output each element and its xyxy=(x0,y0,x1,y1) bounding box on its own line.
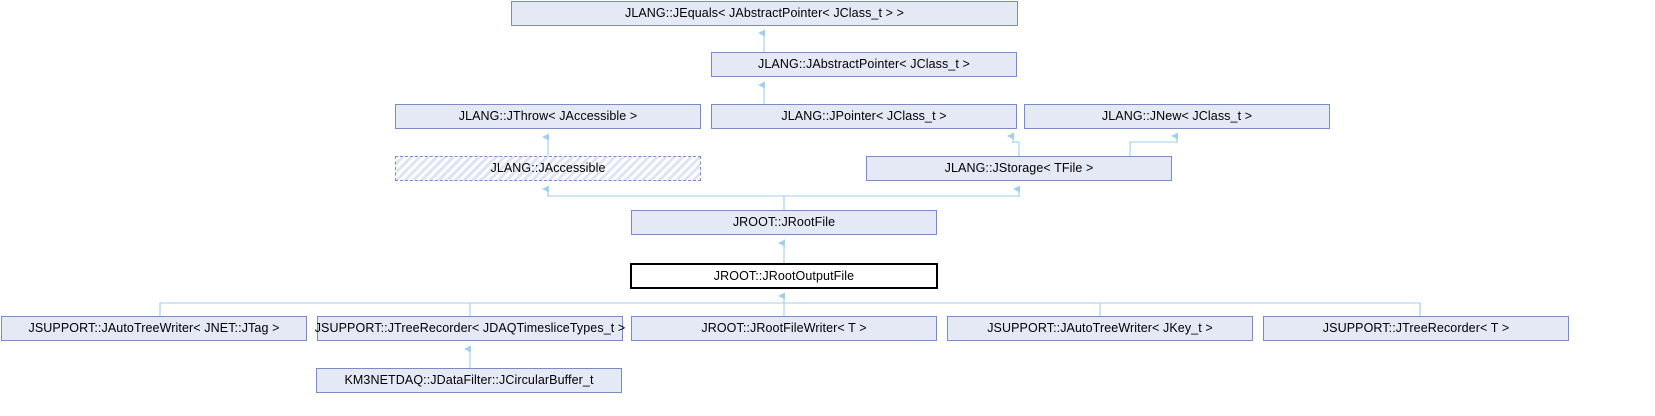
class-node-label: KM3NETDAQ::JDataFilter::JCircularBuffer_… xyxy=(344,373,594,388)
class-node-label: JROOT::JRootFile xyxy=(732,215,836,230)
class-node-label: JLANG::JAbstractPointer< JClass_t > xyxy=(758,57,970,72)
class-node-label: JSUPPORT::JTreeRecorder< T > xyxy=(1322,321,1510,336)
class-node-jautotreewriter-jtag[interactable]: JSUPPORT::JAutoTreeWriter< JNET::JTag > xyxy=(1,316,307,341)
class-node-jstorage[interactable]: JLANG::JStorage< TFile > xyxy=(866,156,1172,181)
class-node-jrootfile[interactable]: JROOT::JRootFile xyxy=(631,210,937,235)
edge-jrootfile-bus xyxy=(547,190,785,210)
class-node-label: JROOT::JRootFileWriter< T > xyxy=(701,321,867,336)
edge-jstorage-jpointer xyxy=(1012,141,1020,156)
class-node-label: JLANG::JStorage< TFile > xyxy=(944,161,1094,176)
class-node-jautotreewriter-jkey[interactable]: JSUPPORT::JAutoTreeWriter< JKey_t > xyxy=(947,316,1253,341)
class-node-label: JSUPPORT::JAutoTreeWriter< JKey_t > xyxy=(987,321,1213,336)
edge-bottom-bus xyxy=(159,302,1421,316)
class-node-label: JSUPPORT::JTreeRecorder< JDAQTimesliceTy… xyxy=(314,321,626,336)
class-node-jtreerecorder-t[interactable]: JSUPPORT::JTreeRecorder< T > xyxy=(1263,316,1569,341)
class-node-label: JSUPPORT::JAutoTreeWriter< JNET::JTag > xyxy=(28,321,280,336)
class-node-label: JLANG::JNew< JClass_t > xyxy=(1101,109,1253,124)
class-node-label: JLANG::JThrow< JAccessible > xyxy=(458,109,638,124)
edge-jstorage-jnew xyxy=(1129,136,1178,156)
class-node-jrootoutputfile[interactable]: JROOT::JRootOutputFile xyxy=(630,263,938,289)
class-node-jaccessible[interactable]: JLANG::JAccessible xyxy=(395,156,701,181)
class-node-label: JLANG::JAccessible xyxy=(490,161,606,176)
class-node-jtreerecorder-jdaq[interactable]: JSUPPORT::JTreeRecorder< JDAQTimesliceTy… xyxy=(315,316,625,341)
class-node-jequals[interactable]: JLANG::JEquals< JAbstractPointer< JClass… xyxy=(511,1,1018,26)
class-node-label: JROOT::JRootOutputFile xyxy=(713,268,855,283)
class-node-jrootfilewriter[interactable]: JROOT::JRootFileWriter< T > xyxy=(631,316,937,341)
class-node-jpointer[interactable]: JLANG::JPointer< JClass_t > xyxy=(711,104,1017,129)
class-node-jcircularbuffer[interactable]: KM3NETDAQ::JDataFilter::JCircularBuffer_… xyxy=(316,368,622,393)
class-node-jnew[interactable]: JLANG::JNew< JClass_t > xyxy=(1024,104,1330,129)
class-node-jthrow[interactable]: JLANG::JThrow< JAccessible > xyxy=(395,104,701,129)
class-node-label: JLANG::JEquals< JAbstractPointer< JClass… xyxy=(624,6,905,21)
edge-bus-jstorage xyxy=(784,190,1020,197)
class-node-label: JLANG::JPointer< JClass_t > xyxy=(781,109,947,124)
class-node-jabstractpointer[interactable]: JLANG::JAbstractPointer< JClass_t > xyxy=(711,52,1017,77)
